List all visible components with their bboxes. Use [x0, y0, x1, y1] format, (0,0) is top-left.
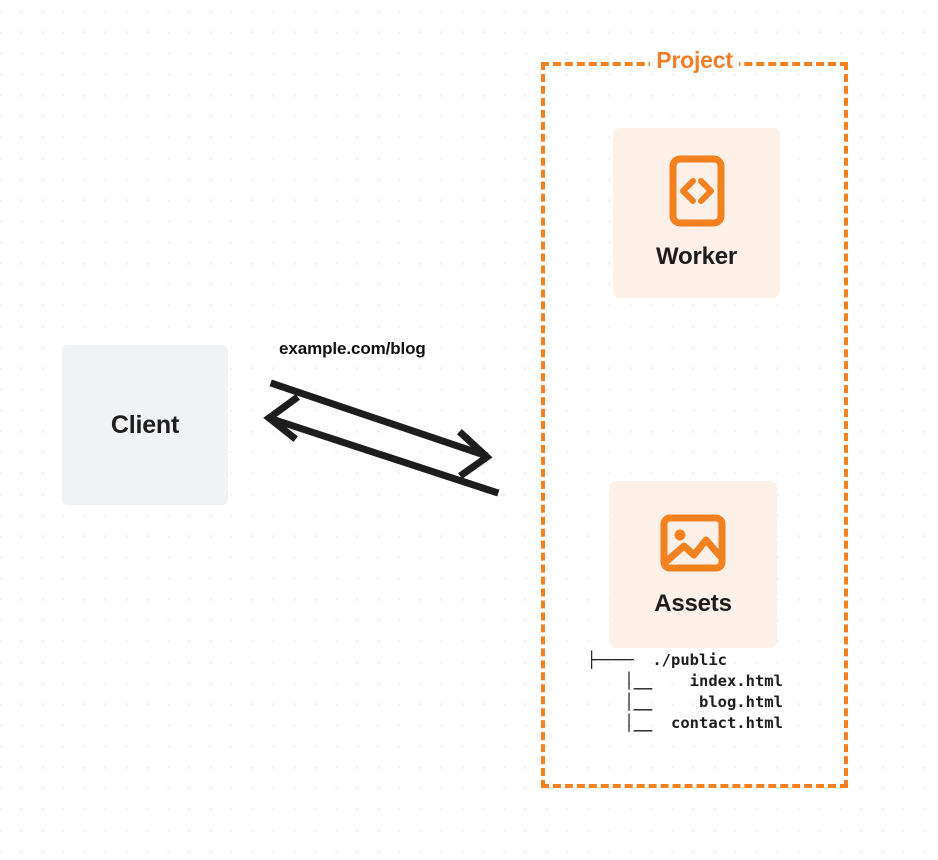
worker-label: Worker: [655, 243, 738, 270]
client-label: Client: [110, 410, 180, 439]
worker-card[interactable]: Worker: [613, 128, 780, 298]
edge-label-request-url: example.com/blog: [279, 339, 426, 358]
arrow-client-to-project: [269, 379, 493, 479]
project-title: Project: [541, 47, 848, 74]
arrow-project-to-client: [263, 394, 500, 497]
code-brackets-icon: [669, 155, 725, 227]
assets-label: Assets: [654, 589, 732, 617]
assets-card[interactable]: Assets: [609, 481, 777, 648]
file-tree-line: ├──── ./public: [587, 651, 727, 669]
file-tree-line: │__ contact.html: [587, 714, 783, 732]
project-title-text: Project: [650, 47, 739, 73]
file-tree-line: │__ index.html: [587, 672, 783, 690]
image-icon: [660, 512, 726, 574]
assets-file-tree: ├──── ./public │__ index.html │__ blog.h…: [587, 650, 783, 734]
file-tree-line: │__ blog.html: [587, 693, 783, 711]
client-node[interactable]: Client: [62, 345, 228, 505]
